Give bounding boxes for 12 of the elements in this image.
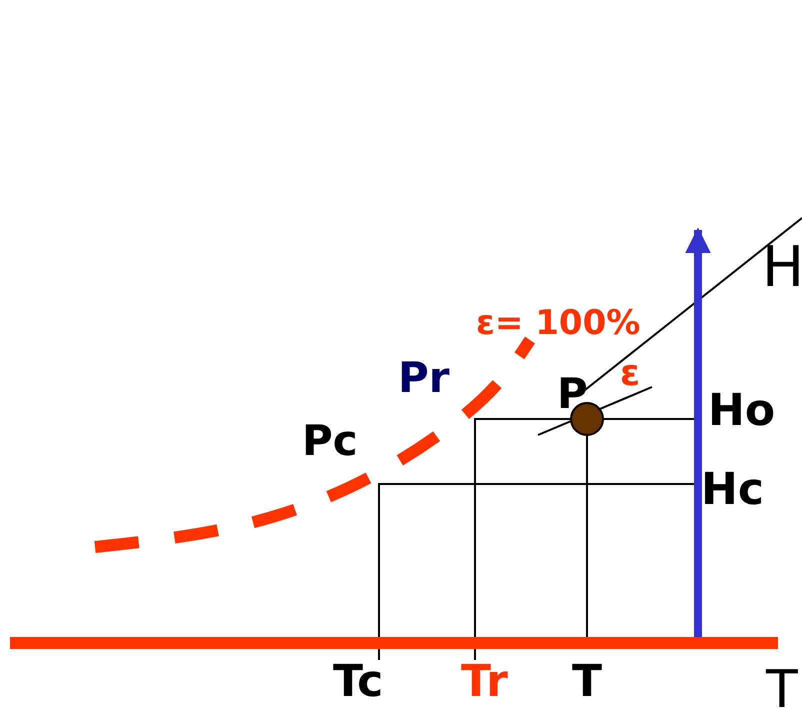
point-label: P (557, 373, 588, 415)
axis-value-label: Ho (708, 389, 776, 433)
axis-value-label: Hc (701, 468, 764, 512)
axis-value-label: Tc (333, 660, 384, 704)
axis-value-label: T (572, 660, 602, 704)
axis-value-label: Tr (461, 660, 508, 704)
axis-label: H (762, 240, 802, 296)
curve-label: ε= 100% (476, 306, 640, 340)
axis-label: T (766, 664, 798, 716)
tangent-label: ε (620, 356, 640, 392)
point-label: Pr (398, 357, 450, 399)
point-label: Pc (302, 420, 358, 462)
